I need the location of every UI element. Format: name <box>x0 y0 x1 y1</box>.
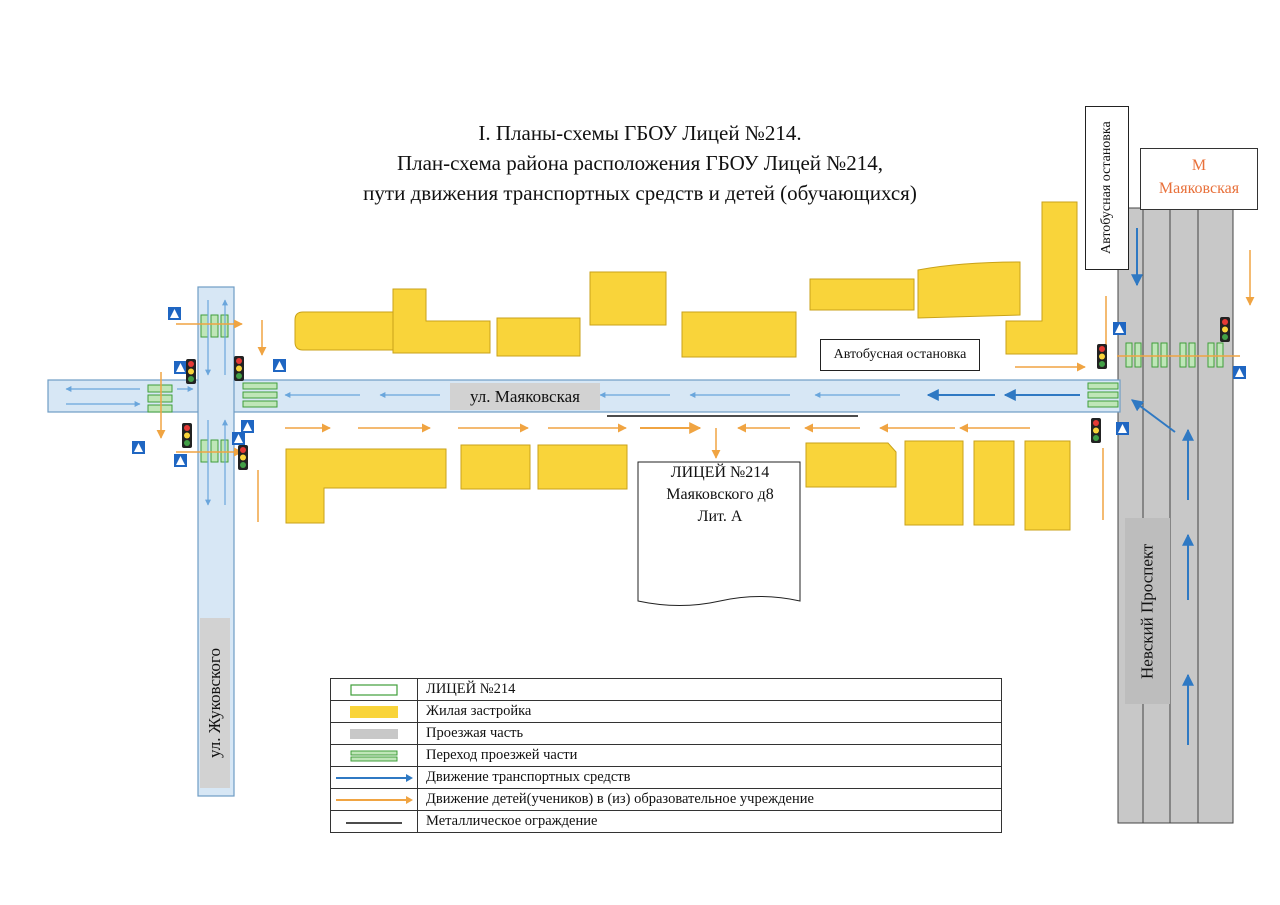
pedestrian-crossing-sign-icon <box>232 432 245 445</box>
building <box>904 440 964 526</box>
crossing <box>242 382 278 408</box>
pedestrian-crossing-sign-icon <box>168 307 181 320</box>
school-letter: Лит. А <box>697 508 743 525</box>
pedestrian-crossing-signs <box>132 307 1246 467</box>
crossing <box>1087 382 1119 408</box>
building <box>681 311 797 358</box>
school-building <box>637 461 801 606</box>
legend-row: Переход проезжей части <box>330 744 1002 767</box>
traffic-light-icon <box>186 359 196 384</box>
traffic-light-icon <box>1220 317 1230 342</box>
street-label-zhukovskogo: ул. Жуковского <box>200 618 230 788</box>
building <box>294 311 394 351</box>
legend-row: Движение транспортных средств <box>330 766 1002 789</box>
traffic-light-icon <box>234 356 244 381</box>
pedestrian-crossing-sign-icon <box>174 361 187 374</box>
page-title-line-2: План-схема района расположения ГБОУ Лице… <box>396 151 884 175</box>
traffic-light-icon <box>1091 418 1101 443</box>
crossing <box>200 314 229 338</box>
legend-row: Жилая застройка <box>330 700 1002 723</box>
pedestrian-crossing-sign-icon <box>273 359 286 372</box>
fence-line-swatch <box>346 821 402 824</box>
crossing <box>1125 342 1224 368</box>
legend-label: Движение транспортных средств <box>417 766 1002 789</box>
school-outline-swatch <box>350 683 398 696</box>
metro-letter: М <box>1191 157 1207 174</box>
school-name: ЛИЦЕЙ №214 <box>670 464 770 481</box>
legend-row: Металлическое ограждение <box>330 810 1002 833</box>
legend-row: ЛИЦЕЙ №214 <box>330 678 1002 701</box>
building <box>285 448 447 524</box>
metro-station-name: Маяковская <box>1158 180 1240 197</box>
legend-row: Проезжая часть <box>330 722 1002 745</box>
building <box>392 288 491 354</box>
bus-stop-horizontal: Автобусная остановка <box>820 339 980 371</box>
page-title-line-1: I. Планы-схемы ГБОУ Лицей №214. <box>478 121 802 145</box>
building <box>973 440 1015 526</box>
street-label-nevsky: Невский Проспект <box>1125 518 1170 704</box>
lane-direction-arrows <box>65 299 900 506</box>
building <box>809 278 915 311</box>
legend-label: Жилая застройка <box>417 700 1002 723</box>
crossing <box>200 439 229 463</box>
residential-buildings-north <box>294 201 1078 358</box>
children-movement-arrows <box>156 250 1255 522</box>
building <box>537 444 628 490</box>
school-label: ЛИЦЕЙ №214 Маяковского д8 Лит. А <box>640 462 800 528</box>
pedestrian-crossing-sign-icon <box>1116 422 1129 435</box>
building <box>589 271 667 326</box>
pedestrian-crossing-sign-icon <box>174 454 187 467</box>
nevsky-roadway <box>1117 207 1234 824</box>
traffic-light-icon <box>238 445 248 470</box>
traffic-lights <box>182 317 1230 470</box>
map-legend: ЛИЦЕЙ №214 Жилая застройка Проезжая част… <box>330 678 1002 833</box>
traffic-light-icon <box>182 423 192 448</box>
roadway-swatch <box>350 728 398 739</box>
residential-swatch <box>350 705 398 718</box>
traffic-light-icon <box>1097 344 1107 369</box>
building <box>805 442 897 488</box>
pedestrian-crossing-sign-icon <box>132 441 145 454</box>
vehicle-traffic-arrows <box>926 228 1194 745</box>
pedestrian-crossing-sign-icon <box>1113 322 1126 335</box>
pedestrian-crossing-sign-icon <box>241 420 254 433</box>
metro-station-box: М Маяковская <box>1140 148 1258 210</box>
legend-label: Металлическое ограждение <box>417 810 1002 833</box>
crossing <box>147 384 173 413</box>
legend-label: Движение детей(учеников) в (из) образова… <box>417 788 1002 811</box>
building <box>917 261 1021 319</box>
building <box>460 444 531 490</box>
school-address: Маяковского д8 <box>666 486 774 503</box>
legend-label: ЛИЦЕЙ №214 <box>417 678 1002 701</box>
legend-row: Движение детей(учеников) в (из) образова… <box>330 788 1002 811</box>
bus-stop-vertical: Автобусная остановка <box>1085 106 1129 270</box>
legend-label: Проезжая часть <box>417 722 1002 745</box>
building <box>1005 201 1078 355</box>
legend-label: Переход проезжей части <box>417 744 1002 767</box>
building <box>1024 440 1071 531</box>
children-arrow-swatch <box>336 795 413 804</box>
crossing-swatch <box>350 750 398 761</box>
street-label-mayakovskaya: ул. Маяковская <box>450 383 600 410</box>
intersection <box>199 381 233 411</box>
page-title-line-3: пути движения транспортных средств и дет… <box>363 181 917 205</box>
residential-buildings-south <box>285 440 1071 531</box>
pedestrian-crossing-sign-icon <box>1233 366 1246 379</box>
building <box>496 317 581 357</box>
vehicle-arrow-swatch <box>336 773 413 782</box>
